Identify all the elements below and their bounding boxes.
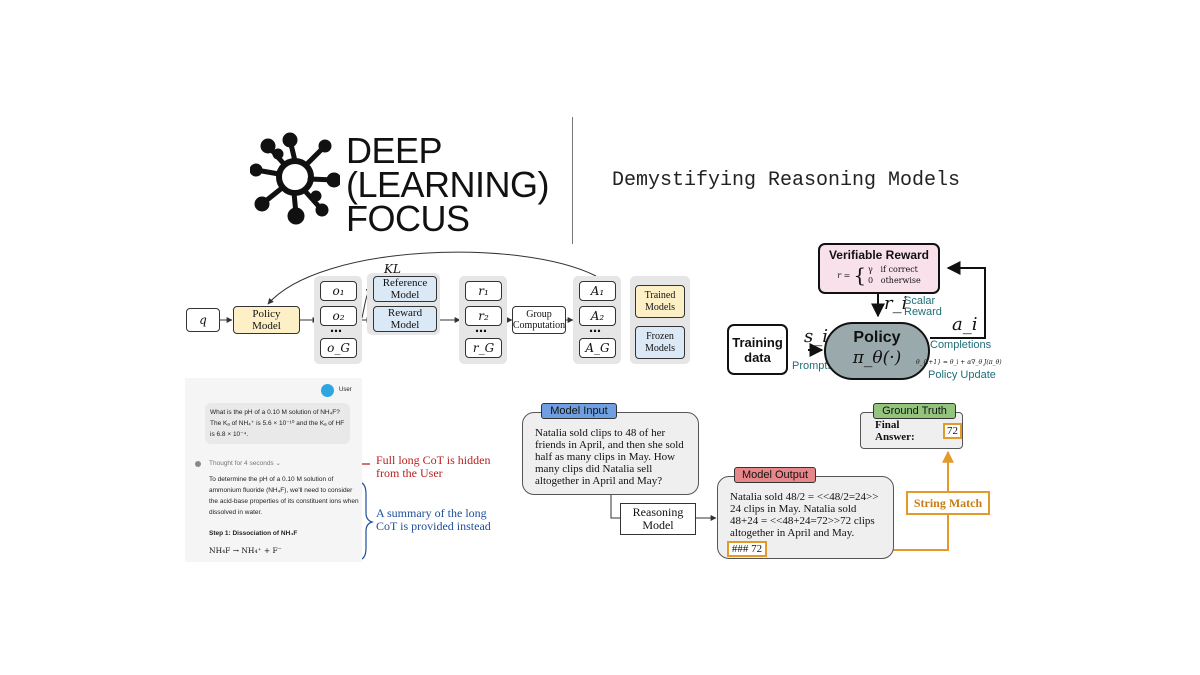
output-g-label: o_G: [327, 341, 350, 355]
output-g-box: o_G: [320, 338, 357, 358]
string-match-box: String Match: [906, 491, 990, 515]
kl-label: KL: [384, 262, 401, 276]
outputs-ellipsis: ⋯: [330, 324, 344, 338]
advantage-g-label: A_G: [585, 341, 610, 355]
policy-expression: π_θ(·): [852, 348, 902, 368]
reward-2-label: r₂: [478, 309, 489, 323]
model-output-tag: Model Output: [734, 467, 816, 483]
training-data-label: Training data: [732, 334, 783, 365]
brand-wordmark: DEEP (LEARNING) FOCUS: [346, 130, 550, 239]
verifiable-reward-box: Verifiable Reward r = { γ if correct 0 o…: [818, 243, 940, 294]
verifiable-reward-title: Verifiable Reward: [828, 248, 930, 262]
training-data-box: Training data: [727, 324, 788, 375]
answer-step: Step 1: Dissociation of NH₄F: [209, 530, 298, 537]
brand-line-2: (LEARNING): [346, 164, 550, 205]
string-match-label: String Match: [913, 495, 983, 510]
model-input-text: Natalia sold clips to 48 of her friends …: [535, 427, 684, 487]
final-answer-value-box: 72: [943, 422, 962, 439]
final-answer-value: 72: [947, 424, 958, 437]
legend-trained-label: Trained Models: [644, 289, 676, 313]
advantage-g-box: A_G: [579, 338, 616, 358]
final-answer-label: Final Answer:: [875, 418, 915, 443]
user-question: What is the pH of a 0.10 M solution of N…: [205, 403, 350, 444]
policy-model-label: Policy Model: [252, 308, 281, 332]
reward-model-label: Reward Model: [387, 307, 423, 331]
policy-circle: Policy π_θ(·): [824, 322, 930, 380]
ri-label: r_i: [884, 293, 908, 314]
output-2-label: o₂: [332, 309, 345, 323]
ground-truth-tag: Ground Truth: [873, 403, 956, 419]
chat-screenshot: User What is the pH of a 0.10 M solution…: [185, 378, 362, 562]
reward-1-box: r₁: [465, 281, 502, 301]
reasoning-model-box: Reasoning Model: [620, 503, 696, 535]
annotation-summary-cot: A summary of the long CoT is provided in…: [376, 506, 491, 533]
legend-frozen-box: Frozen Models: [635, 326, 685, 359]
policy-update-label: Policy Update: [928, 369, 996, 381]
reward-case-1: γ if correct: [868, 265, 918, 274]
brand-line-3: FOCUS: [346, 198, 470, 239]
output-answer-text: ### 72: [731, 543, 763, 555]
reward-g-box: r_G: [465, 338, 502, 358]
reward-formula-lhs: r =: [837, 270, 851, 280]
output-answer-box: ### 72: [727, 541, 767, 557]
advantage-2-label: A₂: [590, 309, 605, 323]
header-divider: [572, 117, 573, 244]
si-label: s_i: [804, 326, 828, 347]
brand-line-1: DEEP: [346, 130, 443, 171]
reasoning-model-label: Reasoning Model: [632, 505, 684, 532]
advantage-1-box: A₁: [579, 281, 616, 301]
query-label: q: [199, 313, 207, 327]
reward-1-label: r₁: [478, 284, 489, 298]
policy-label: Policy: [853, 329, 901, 346]
group-computation-label: Group Computation: [512, 309, 566, 331]
user-label: User: [339, 387, 352, 393]
reference-model-label: Reference Model: [382, 277, 428, 301]
prompts-label: Prompts: [792, 360, 833, 372]
legend-frozen-label: Frozen Models: [645, 330, 675, 354]
scalar-reward-label: Scalar Reward: [904, 295, 942, 318]
update-formula: θ_{i+1} = θ_i + α∇_θ J(π_θ): [916, 359, 1002, 366]
query-box: q: [186, 308, 220, 332]
advantage-1-label: A₁: [590, 284, 605, 298]
reward-formula: r = { γ if correct 0 otherwise: [837, 263, 921, 287]
output-1-label: o₁: [332, 284, 345, 298]
thought-icon: [195, 461, 201, 467]
assistant-answer: To determine the pH of a 0.10 M solution…: [209, 476, 359, 516]
answer-equation: NH₄F → NH₄⁺ + F⁻: [209, 546, 282, 555]
output-2-box: o₂: [320, 306, 357, 326]
annotation-hidden-cot: Full long CoT is hidden from the User: [376, 453, 491, 480]
advantage-2-box: A₂: [579, 306, 616, 326]
model-input-tag: Model Input: [541, 403, 617, 419]
completions-label: Completions: [930, 339, 992, 351]
legend-trained-box: Trained Models: [635, 285, 685, 318]
group-computation-box: Group Computation: [512, 306, 566, 334]
deep-learning-focus-logo-icon: [250, 132, 340, 225]
model-input-card: Natalia sold clips to 48 of her friends …: [522, 412, 699, 495]
reward-case-2: 0 otherwise: [868, 276, 921, 285]
reward-model-box: Reward Model: [373, 306, 437, 332]
reward-g-label: r_G: [472, 341, 495, 355]
ai-label: a_i: [952, 314, 978, 335]
reference-model-box: Reference Model: [373, 276, 437, 302]
model-output-text: Natalia sold 48/2 = <<48/2=24>> 24 clips…: [730, 491, 879, 539]
thought-toggle[interactable]: Thought for 4 seconds ⌄: [209, 460, 281, 467]
user-avatar: [321, 384, 334, 397]
reward-2-box: r₂: [465, 306, 502, 326]
rewards-ellipsis: ⋯: [475, 324, 489, 338]
policy-model-box: Policy Model: [233, 306, 300, 334]
page-title: Demystifying Reasoning Models: [612, 169, 961, 192]
advantages-ellipsis: ⋯: [589, 324, 603, 338]
output-1-box: o₁: [320, 281, 357, 301]
